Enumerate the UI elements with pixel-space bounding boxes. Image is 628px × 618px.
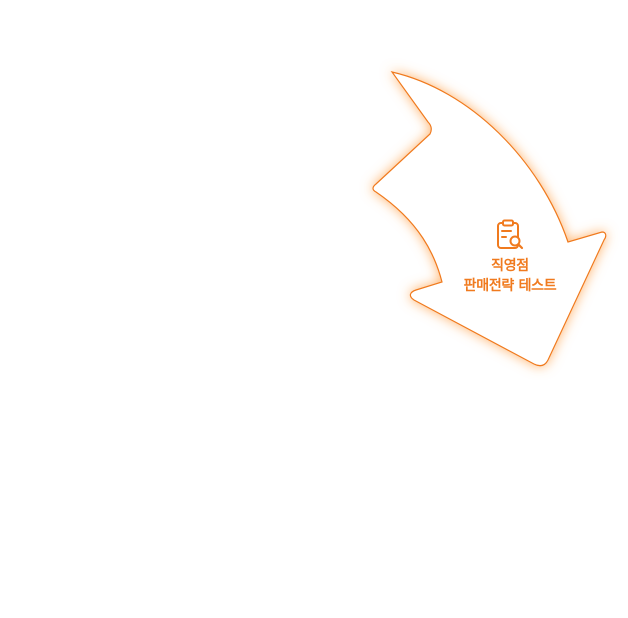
label-line-2: 판매전략 테스트 bbox=[463, 278, 557, 294]
arrow-shape[interactable] bbox=[372, 71, 607, 367]
label-line-1: 직영점 bbox=[491, 258, 529, 274]
arrow-label[interactable]: 직영점 판매전략 테스트 bbox=[430, 218, 590, 296]
clipboard-search-icon bbox=[497, 219, 524, 250]
